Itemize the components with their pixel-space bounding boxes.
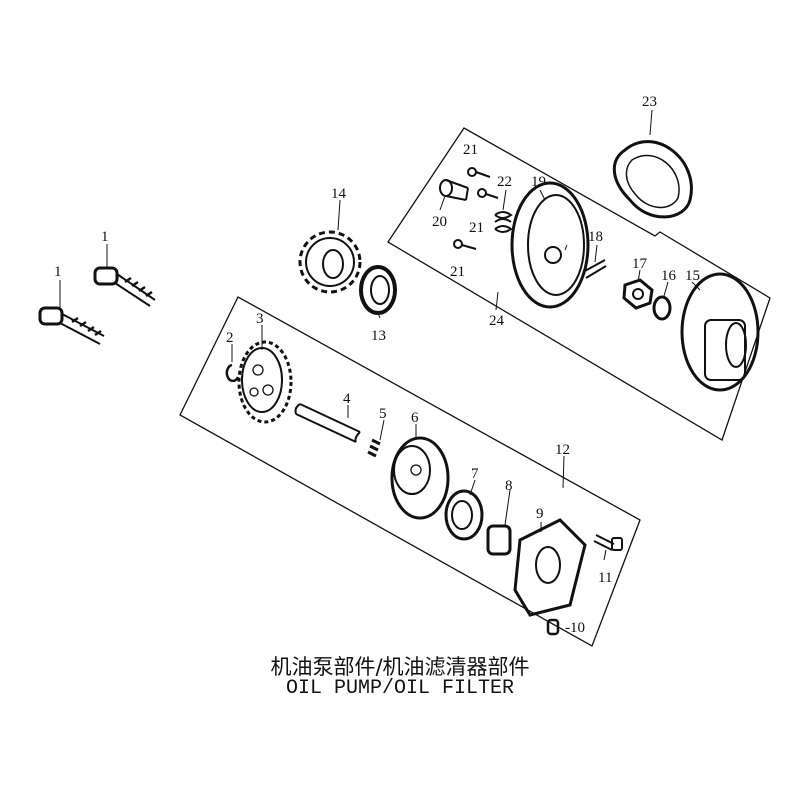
- callout-16: 16: [661, 268, 677, 284]
- callout-14: 14: [331, 186, 347, 202]
- callout-6: 6: [411, 410, 419, 426]
- callout-1-lower: 1: [54, 264, 62, 280]
- callout-11: 11: [598, 570, 612, 586]
- callout-15: 15: [685, 268, 700, 284]
- inner-rotor-part-8: [486, 524, 512, 556]
- callout-20: 20: [432, 214, 447, 230]
- nut-part-17: [622, 278, 654, 310]
- screw-parts-21: [453, 167, 499, 250]
- diagram-title-english: OIL PUMP/OIL FILTER: [285, 677, 515, 700]
- oil-seal-part-13: [359, 265, 397, 315]
- callout-13: 13: [371, 328, 386, 344]
- callout-10: -10: [565, 620, 585, 636]
- callout-8: 8: [505, 478, 513, 494]
- screw-part-11: [593, 534, 623, 551]
- callout-22: 22: [497, 174, 512, 190]
- callout-23: 23: [642, 94, 657, 110]
- callout-17: 17: [632, 256, 648, 272]
- bolt-part-1: [93, 266, 156, 307]
- filter-housing-part-15: [680, 272, 760, 392]
- outer-rotor-part-7: [444, 489, 484, 541]
- dowel-part-10: [546, 618, 560, 636]
- pump-shaft-part-4: [294, 403, 361, 443]
- pin-part-18: [582, 259, 607, 279]
- callout-4: 4: [343, 391, 351, 407]
- callout-labels: 1 1 2 3 4 5 6 7 8 9 -10 11 12 13 14 15 1…: [54, 94, 700, 636]
- callout-21-top: 21: [463, 142, 478, 158]
- callout-21-bottom: 21: [450, 264, 465, 280]
- callout-12: 12: [555, 442, 570, 458]
- group-frame-24: [387, 127, 771, 441]
- pump-body-part-6: [390, 436, 450, 520]
- callout-19: 19: [531, 174, 546, 190]
- pump-cover-part-9: [513, 518, 587, 617]
- circlip-part-2: [225, 363, 240, 383]
- bolt-part-20: [439, 179, 469, 201]
- spring-part-22: [494, 211, 513, 233]
- pin-part-5: [367, 438, 381, 458]
- callout-7: 7: [471, 466, 479, 482]
- diagram-title-chinese: 机油泵部件/机油滤清器部件: [270, 655, 530, 679]
- callout-5: 5: [379, 406, 387, 422]
- group-frame-12: [179, 296, 641, 647]
- gasket-part-23: [612, 140, 693, 219]
- callout-2: 2: [226, 330, 234, 346]
- pump-gear-part-3: [237, 340, 293, 424]
- leader-lines: [59, 109, 701, 561]
- bolt-part-1b: [38, 306, 105, 345]
- callout-21-mid: 21: [469, 220, 484, 236]
- callout-9: 9: [536, 506, 544, 522]
- callout-3: 3: [256, 311, 264, 327]
- washer-part-16: [652, 295, 672, 321]
- callout-18: 18: [588, 229, 603, 245]
- callout-1-upper: 1: [101, 229, 109, 245]
- sprocket-part-14: [298, 230, 362, 294]
- callout-24: 24: [489, 313, 505, 329]
- filter-rotor-part-19: [510, 181, 590, 309]
